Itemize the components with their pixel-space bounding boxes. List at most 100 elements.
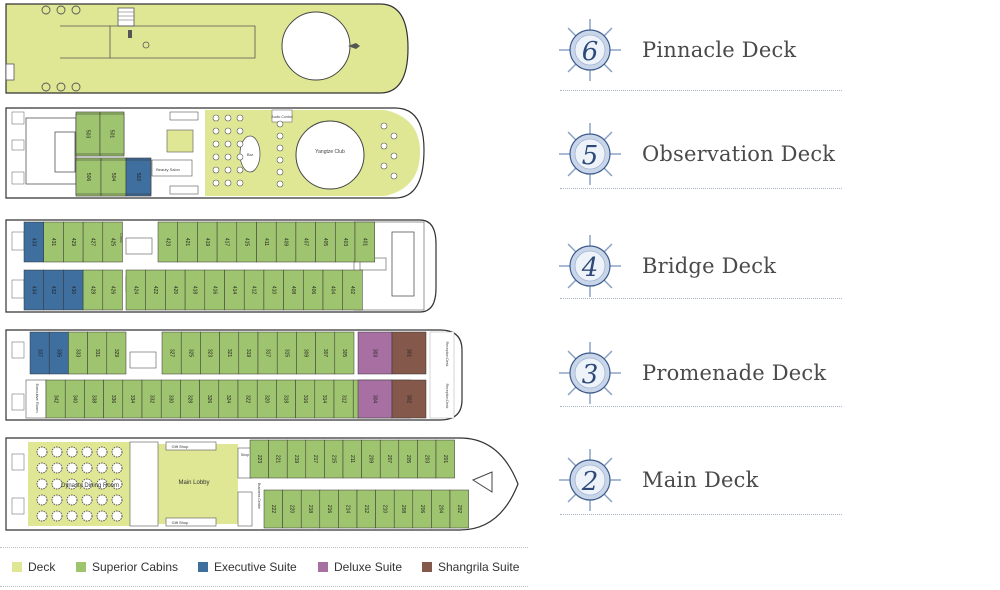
cabin-number: 320	[263, 395, 269, 404]
chair	[380, 142, 388, 150]
deck-name-bridge: Bridge Deck	[642, 254, 777, 278]
cabin-number: 407	[302, 238, 308, 247]
cabin-number: 342	[52, 395, 58, 404]
badge-ray	[603, 63, 613, 73]
cabin-number: 433	[31, 238, 37, 247]
legend-label: Deluxe Suite	[334, 560, 403, 574]
cabin-305	[334, 331, 355, 375]
cabin-number: 203	[423, 455, 429, 464]
cabin-number: 330	[167, 395, 173, 404]
cabin-number: 221	[275, 455, 281, 464]
cabin-number: 212	[363, 505, 369, 514]
chair	[236, 153, 244, 161]
dining-table	[96, 446, 108, 458]
dining-table	[66, 494, 78, 506]
badge-ray	[567, 63, 577, 73]
clinic-label: Clinic	[119, 233, 124, 243]
cabin-number: 334	[129, 395, 135, 404]
dining-table	[81, 462, 93, 474]
cabin-number: 303	[372, 349, 378, 358]
cabin-number: 208	[400, 505, 406, 514]
cabin-number: 420	[172, 286, 178, 295]
dining-tables	[36, 446, 123, 522]
cabin-number: 432	[50, 286, 56, 295]
cabin-329	[106, 331, 127, 375]
dining-table	[66, 462, 78, 474]
cabin-304	[357, 379, 393, 419]
badge-inner	[574, 34, 606, 66]
chair	[224, 140, 232, 148]
dining-table	[51, 510, 63, 522]
cabin-number: 210	[382, 505, 388, 514]
business-centre-label: Business Centre	[257, 483, 261, 509]
chair	[276, 156, 284, 164]
legend-swatch	[318, 562, 328, 572]
dining-table	[66, 478, 78, 490]
cabin-number: 331	[94, 349, 100, 358]
chair	[212, 140, 220, 148]
dining-table	[111, 510, 123, 522]
cabin-number: 323	[207, 349, 213, 358]
deck-badge-observation: 5	[559, 123, 621, 185]
bar-label: Bar	[247, 152, 254, 157]
dining-table	[66, 510, 78, 522]
badge-ray	[603, 457, 613, 467]
badge-inner	[574, 357, 606, 389]
chair	[224, 114, 232, 122]
deck-badge-main: 2	[559, 449, 621, 511]
legend-swatch	[198, 562, 208, 572]
cabin-number: 216	[326, 505, 332, 514]
legend-label: Deck	[28, 560, 56, 574]
deck-badge-promenade: 3	[559, 342, 621, 404]
cabin-number: 504	[110, 173, 116, 182]
cabin-502	[125, 159, 152, 195]
dining-table	[36, 462, 48, 474]
badge-ray	[567, 457, 577, 467]
dining-table	[111, 478, 123, 490]
cabin-number: 408	[290, 286, 296, 295]
chair	[212, 179, 220, 187]
cabin-302	[391, 379, 427, 419]
cabin-number: 326	[206, 395, 212, 404]
deck-badge-pinnacle: 6	[559, 19, 621, 81]
cabin-number: 434	[31, 286, 37, 295]
cabin-number: 338	[91, 395, 97, 404]
cabin-number: 215	[330, 455, 336, 464]
cabin-number: 501	[109, 130, 115, 139]
cabin-number: 315	[283, 349, 289, 358]
dining-table	[96, 462, 108, 474]
gift-shop-label-bottom: Gift Shop	[172, 520, 189, 525]
badge-ray	[567, 350, 577, 360]
chair	[236, 166, 244, 174]
chair	[236, 127, 244, 135]
cabin-number: 430	[70, 286, 76, 295]
badge-ray	[567, 493, 577, 503]
cabin-number: 314	[321, 395, 327, 404]
badge-ray	[567, 243, 577, 253]
legend-item-shangrila: Shangrila Suite	[422, 560, 519, 574]
cabin-501	[99, 113, 125, 155]
dining-table	[36, 478, 48, 490]
chair	[224, 153, 232, 161]
dining-table	[81, 510, 93, 522]
chair	[212, 127, 220, 135]
cabin-425	[102, 221, 123, 263]
cabin-number: 305	[341, 349, 347, 358]
badge-ray	[603, 279, 613, 289]
legend-label: Shangrila Suite	[438, 560, 520, 574]
dining-table	[51, 478, 63, 490]
chair	[276, 168, 284, 176]
cabin-number: 405	[322, 238, 328, 247]
yangtze-club-label: Yangtze Club	[315, 149, 345, 155]
cabin-number: 207	[386, 455, 392, 464]
reception-desk-label-bottom: Reception Desk	[445, 384, 449, 409]
chair	[224, 166, 232, 174]
cabin-number: 211	[349, 455, 355, 463]
deck-name-promenade: Promenade Deck	[642, 361, 827, 385]
cabin-number: 316	[302, 395, 308, 404]
dining-table	[81, 478, 93, 490]
cabin-number: 340	[71, 395, 77, 404]
cabin-number: 307	[322, 349, 328, 358]
cabin-number: 321	[226, 349, 232, 358]
